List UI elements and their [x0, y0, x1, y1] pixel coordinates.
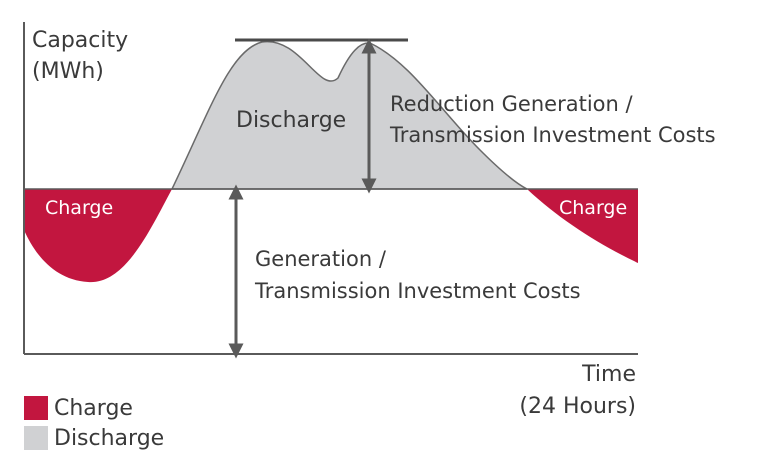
x-axis-label-line2: (24 Hours)	[519, 394, 636, 419]
charge-area-left	[24, 189, 172, 283]
charge-label-right: Charge	[559, 197, 627, 219]
reduction-label-line2: Transmission Investment Costs	[389, 123, 716, 147]
legend-item-discharge: Discharge	[24, 423, 164, 453]
charge-area-right	[527, 189, 638, 263]
legend-label-discharge: Discharge	[54, 425, 165, 451]
y-axis-label-line2: (MWh)	[32, 59, 104, 84]
legend-swatch-charge	[24, 396, 48, 420]
generation-label-line1: Generation /	[255, 247, 387, 271]
discharge-area	[170, 41, 528, 190]
generation-label-line2: Transmission Investment Costs	[254, 279, 581, 303]
y-axis-label-line1: Capacity	[32, 28, 128, 53]
x-axis-label-line1: Time	[581, 362, 636, 387]
legend: Charge Discharge	[24, 393, 164, 453]
charge-label-left: Charge	[45, 197, 113, 219]
reduction-label-line1: Reduction Generation /	[390, 92, 633, 116]
legend-label-charge: Charge	[54, 395, 133, 421]
discharge-label: Discharge	[236, 108, 346, 133]
legend-item-charge: Charge	[24, 393, 164, 423]
legend-swatch-discharge	[24, 426, 48, 450]
